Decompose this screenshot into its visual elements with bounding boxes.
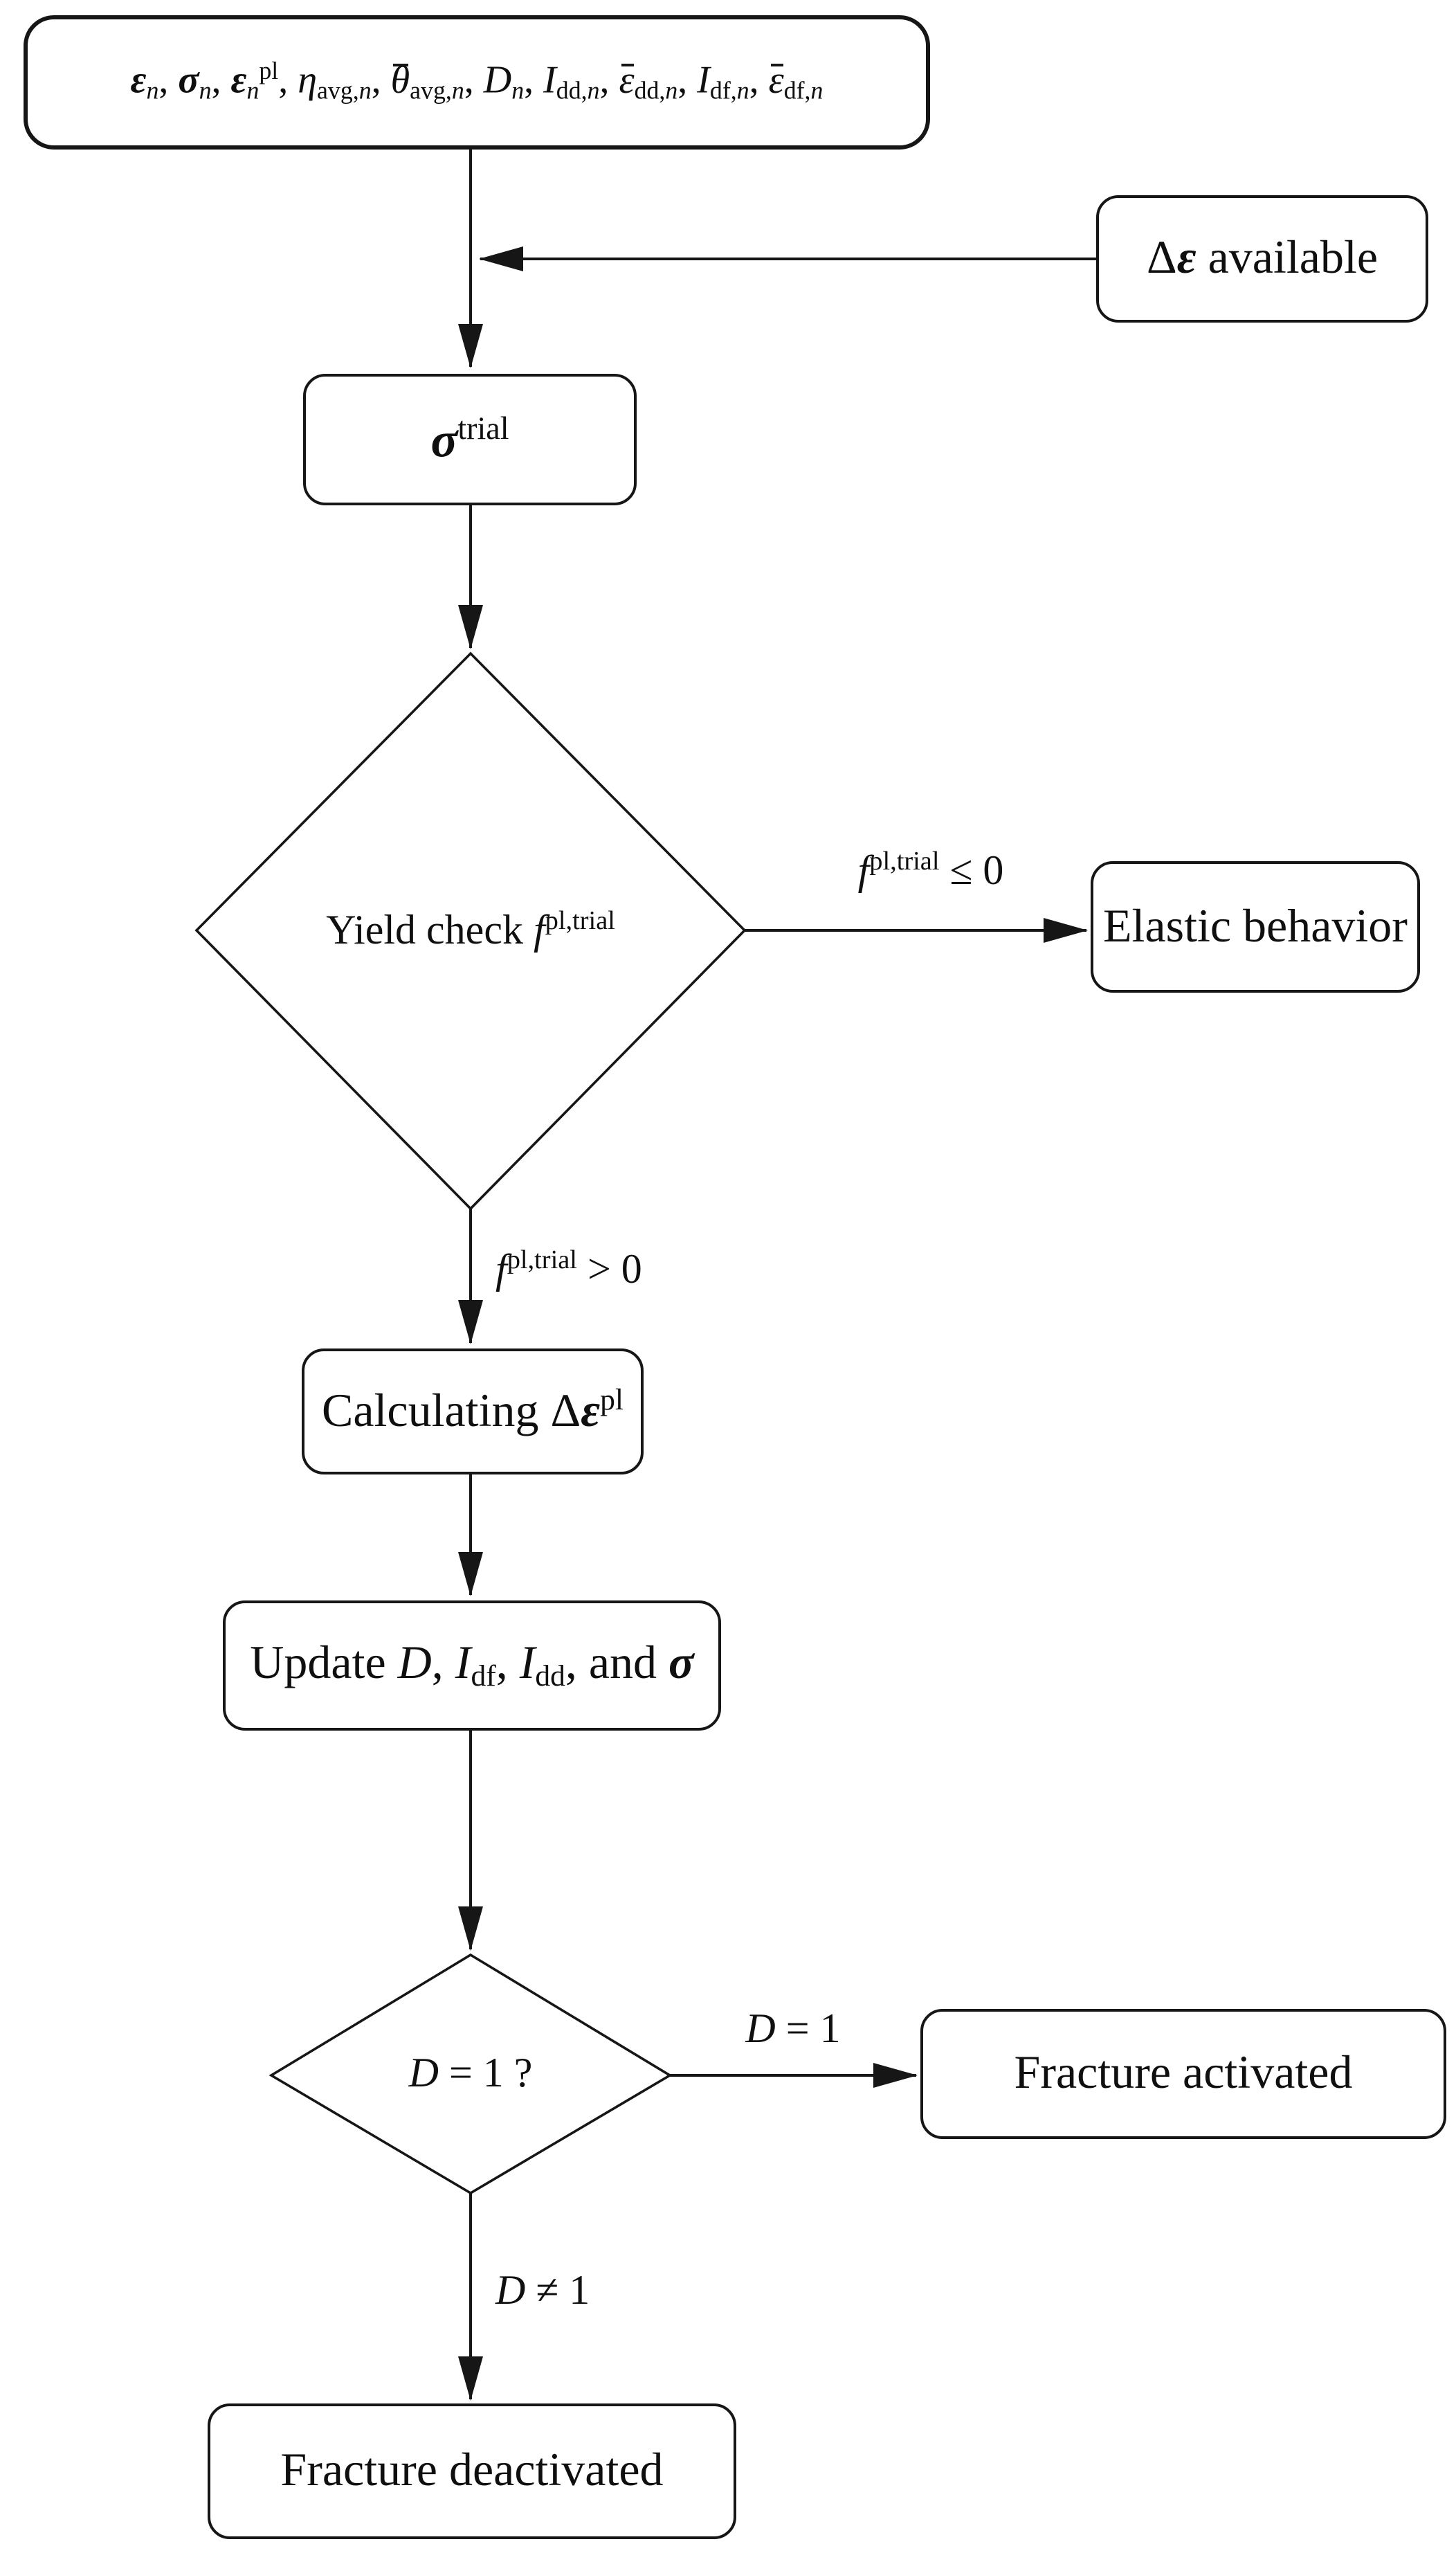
- yield-gt-zero-text: fpl,trial > 0: [495, 1245, 642, 1292]
- damage-check-label: D = 1 ?: [408, 2050, 533, 2096]
- d-equals-one-text: D = 1: [745, 2006, 841, 2052]
- edge-label-yield-gt-zero: fpl,trial > 0: [495, 1229, 841, 1310]
- fracture-activated-label: Fracture activated: [1014, 2048, 1353, 2100]
- node-update-variables: Update D, Idf, Idd, and σ: [223, 1600, 721, 1731]
- yield-le-zero-text: fpl,trial ≤ 0: [857, 847, 1004, 894]
- node-fracture-activated: Fracture activated: [920, 2009, 1446, 2139]
- d-not-equal-one-text: D ≠ 1: [495, 2268, 590, 2313]
- edge-label-d-equals-one: D = 1: [684, 1995, 902, 2064]
- update-variables-label: Update D, Idf, Idd, and σ: [250, 1637, 694, 1693]
- delta-strain-available-label: Δε available: [1146, 233, 1378, 285]
- node-sigma-trial: σtrial: [303, 374, 637, 505]
- yield-check-diamond-shape: [194, 651, 747, 1211]
- node-elastic-behavior: Elastic behavior: [1091, 861, 1420, 993]
- yield-check-label: Yield check fpl,trial: [326, 907, 615, 954]
- node-damage-check-diamond: D = 1 ?: [271, 1955, 670, 2193]
- calculating-label: Calculating Δεpl: [322, 1383, 624, 1438]
- elastic-behavior-label: Elastic behavior: [1103, 901, 1408, 953]
- sigma-trial-label: σtrial: [430, 409, 509, 468]
- node-delta-strain-available: Δε available: [1096, 195, 1428, 323]
- edge-label-d-not-equal-one: D ≠ 1: [495, 2257, 717, 2326]
- node-calculating-plastic-strain-increment: Calculating Δεpl: [302, 1348, 644, 1474]
- damage-check-diamond-shape: [269, 1953, 673, 2195]
- fracture-deactivated-label: Fracture deactivated: [280, 2445, 664, 2497]
- node-initial-state-variables: εn, σn, εnpl, ηavg,n, θavg,n, Dn, Idd,n,…: [24, 15, 930, 150]
- edge-label-yield-le-zero: fpl,trial ≤ 0: [775, 831, 1086, 911]
- node-fracture-deactivated: Fracture deactivated: [208, 2403, 736, 2539]
- initial-state-label: εn, σn, εnpl, ηavg,n, θavg,n, Dn, Idd,n,…: [130, 57, 823, 105]
- node-yield-check-diamond: Yield check fpl,trial: [197, 653, 745, 1209]
